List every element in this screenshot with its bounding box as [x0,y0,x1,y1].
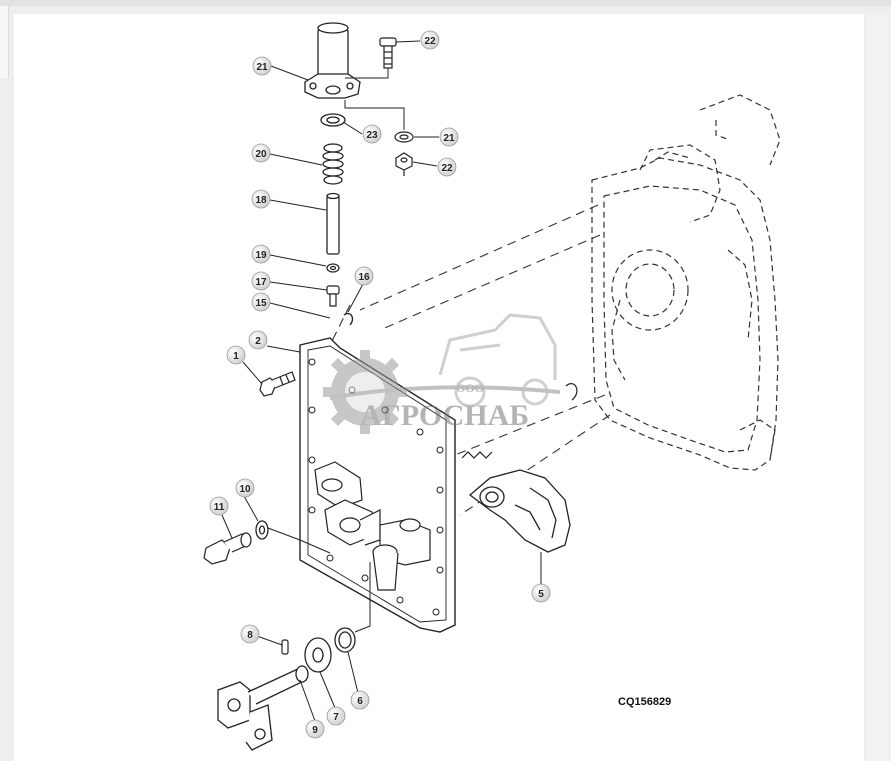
rod-16 [326,192,340,255]
figure-reference: CQ156829 [618,696,671,708]
small-spring [461,451,493,459]
ring-17 [326,263,340,273]
valve-body [314,461,431,591]
washer-7 [304,637,332,673]
callout-leaders [221,40,542,722]
callout-10: 10 [235,478,255,498]
callout-1: 1 [226,345,246,365]
bracket-5 [468,469,571,553]
svg-text:15: 15 [255,298,267,309]
callout-9: 9 [305,719,325,739]
svg-text:16: 16 [358,272,370,283]
nut-22 [395,152,413,176]
loop-symbol [565,383,578,401]
washer-21 [394,131,414,143]
spring-18 [322,143,344,185]
bolt-20 [379,37,397,69]
callout-16: 18 [251,189,271,209]
plate-bolt-holes [308,358,444,616]
svg-text:17: 17 [255,277,267,288]
svg-text:8: 8 [247,630,253,641]
callout-22: 22 [437,157,457,177]
svg-text:5: 5 [538,589,544,600]
callout-18: 20 [251,143,271,163]
right-gutter [866,14,891,761]
svg-text:АГРОСНАБ: АГРОСНАБ [360,399,529,432]
callout-21: 21 [439,127,459,147]
clip-14 [343,312,354,326]
svg-text:21: 21 [443,133,455,144]
transmission-housing [591,94,781,471]
callout-23: 23 [362,124,382,144]
svg-text:21: 21 [256,62,268,73]
solenoid-leaders [344,68,405,130]
svg-text:23: 23 [366,130,378,141]
svg-text:9: 9 [312,725,318,736]
svg-text:2: 2 [255,336,261,347]
callout-7: 7 [326,706,346,726]
fitting-leader [267,527,331,554]
screw-15 [326,285,340,307]
callout-2: 2 [248,330,268,350]
callout-11: 11 [209,496,229,516]
shaft-9 [217,665,309,751]
top-bar [0,0,891,6]
watermark-logo: ООО АГРОСНАБ [323,313,561,434]
callout-20: 22 [420,30,440,50]
callout-19: 21 [252,56,272,76]
svg-text:22: 22 [441,163,453,174]
shaft-leader [354,562,371,633]
callout-13: 15 [251,292,271,312]
callout-8: 8 [240,624,260,644]
svg-text:ООО: ООО [456,381,484,395]
washer-10 [255,520,269,540]
svg-text:18: 18 [255,195,267,206]
fitting-11 [203,532,252,565]
callout-17: 19 [251,244,271,264]
bolt-1 [259,371,296,397]
svg-text:1: 1 [233,351,239,362]
left-strip [0,6,9,78]
svg-text:6: 6 [357,696,363,707]
svg-text:20: 20 [255,149,267,160]
svg-text:11: 11 [214,502,225,513]
pin-8 [281,639,289,655]
callout-5: 5 [531,583,551,603]
svg-text:22: 22 [424,36,436,47]
callout-14: 16 [354,266,374,286]
svg-text:10: 10 [239,484,251,495]
callouts: 21 22 23 21 22 20 18 19 [209,30,551,739]
solenoid [304,22,361,99]
callout-15: 17 [251,271,271,291]
svg-text:19: 19 [255,250,267,261]
washer-23 [320,113,346,127]
seal-6 [334,627,356,653]
svg-text:7: 7 [333,712,339,723]
callout-6: 6 [350,690,370,710]
